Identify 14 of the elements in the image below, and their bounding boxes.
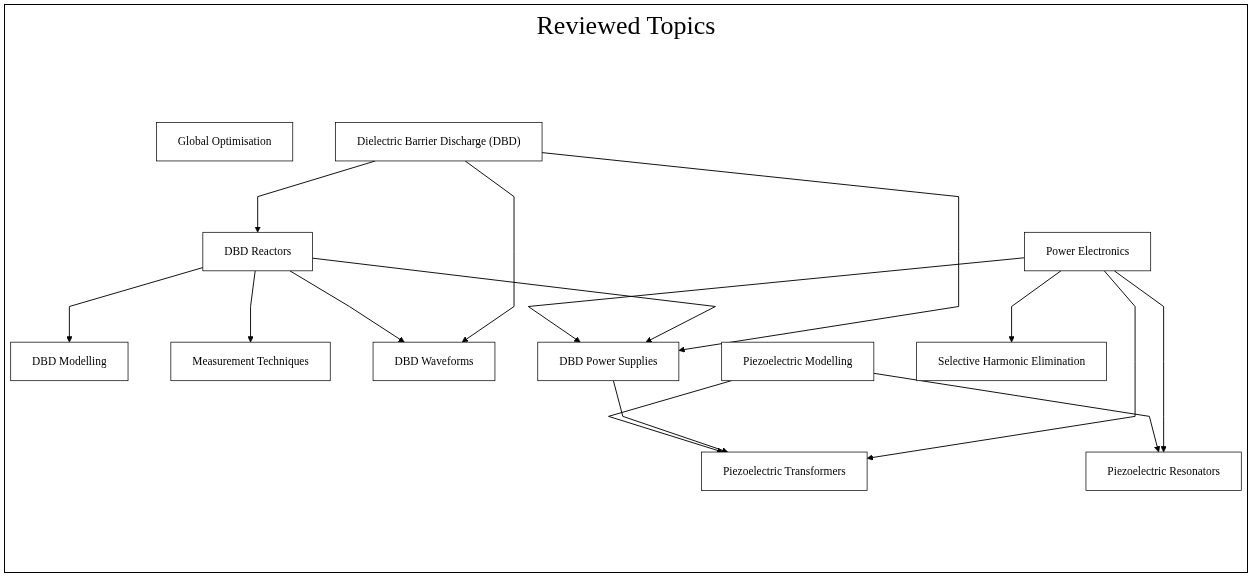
- node-box: [1085, 451, 1242, 491]
- node-box: [701, 451, 868, 491]
- node-box: [537, 341, 680, 382]
- node-box: [202, 231, 313, 272]
- node-box: [1024, 231, 1152, 272]
- node-box: [10, 341, 129, 382]
- diagram-frame: Reviewed Topics Global Optimisation Dielectric Barrier Discharge (DBD) DBD Reactors DBD Modelling Measurement Techniques DBD Waveforms DBD Power Supplies Piezoelectric Modelling Power Electronics Selective Harmonic Elimination Piezoelectric Transformers Piezoelectric Resonators: [4, 4, 1248, 573]
- node-box: [916, 341, 1107, 382]
- node-box: [721, 341, 875, 382]
- node-box: [170, 341, 331, 382]
- node-box: [156, 122, 294, 162]
- node-box: [335, 122, 543, 162]
- node-box: [372, 341, 496, 382]
- diagram-title: Reviewed Topics: [536, 11, 716, 41]
